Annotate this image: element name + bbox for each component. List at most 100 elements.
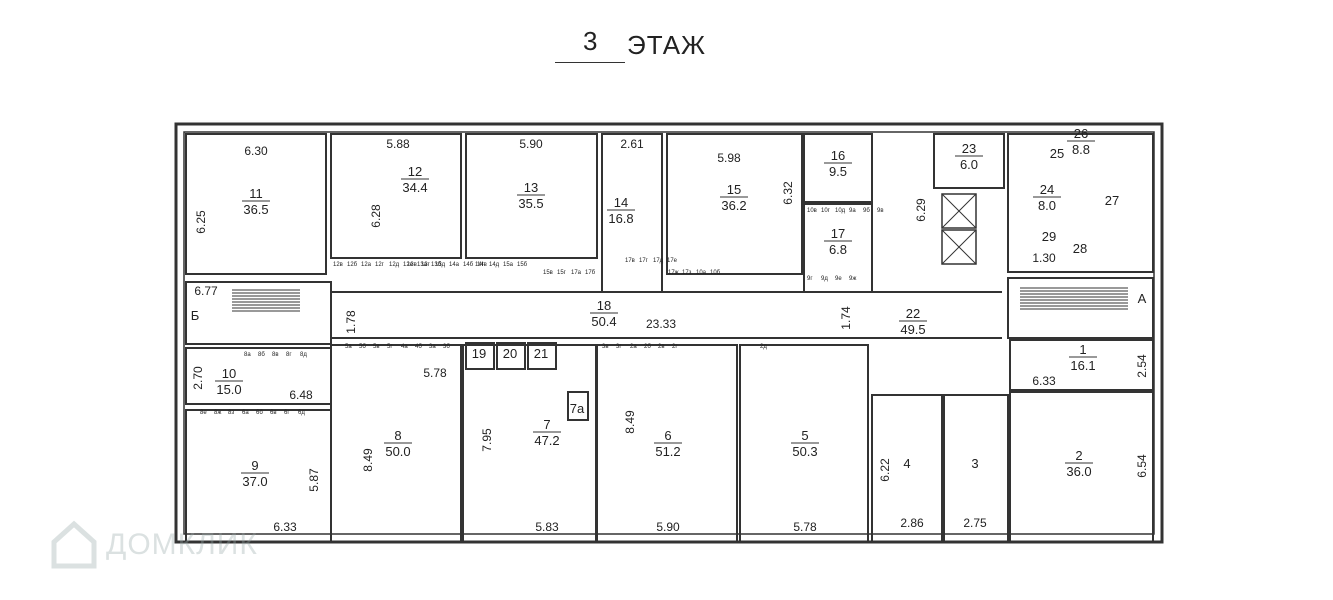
subroom-label: 12е [403, 262, 414, 268]
room-area-6: 51.2 [655, 444, 680, 459]
subroom-label: 4б [415, 344, 422, 350]
subroom-label: 6г [284, 410, 290, 416]
room-number-7: 7 [543, 417, 550, 432]
dimension-label: 6.32 [781, 181, 795, 205]
subroom-label: 14г [475, 262, 485, 268]
dimension-label: 5.88 [386, 137, 410, 151]
dimension-label: 6.33 [1032, 374, 1056, 388]
room-2-wall [1009, 391, 1154, 543]
subroom-label: 15в [543, 270, 553, 276]
dimension-label: 2.70 [191, 366, 205, 390]
subroom-label: 12д [389, 262, 400, 268]
dimension-label: 5.83 [535, 520, 559, 534]
room-number-14: 14 [614, 195, 628, 210]
room-area-16: 9.5 [829, 164, 847, 179]
subroom-label: 9г [807, 276, 813, 282]
elevator-1-x [941, 193, 977, 229]
room-area-7: 47.2 [534, 433, 559, 448]
room-number-12: 12 [408, 164, 422, 179]
room-number-18: 18 [597, 298, 611, 313]
watermark-text: ДОМКЛИК [106, 528, 258, 561]
room-number-5: 5 [801, 428, 808, 443]
dimension-label: 6.48 [289, 388, 313, 402]
room-number-9: 9 [251, 458, 258, 473]
room-area-9: 37.0 [242, 474, 267, 489]
room-number-15: 15 [727, 182, 741, 197]
room-16-wall [803, 133, 873, 203]
subroom-label: 13г [421, 262, 431, 268]
dimension-label: 23.33 [646, 317, 676, 331]
room-number-8: 8 [394, 428, 401, 443]
subroom-label: 8е [200, 410, 207, 416]
floor-title: 3 ЭТАЖ [555, 26, 735, 66]
room-number-11: 11 [249, 186, 263, 201]
plain-label: 28 [1073, 241, 1087, 256]
room-area-26: 8.8 [1072, 142, 1090, 157]
plain-label: А [1138, 291, 1147, 306]
subroom-label: 15г [557, 270, 567, 276]
room-21-wall [527, 342, 557, 370]
room-number-23: 23 [962, 141, 976, 156]
subroom-label: 17а [571, 270, 582, 276]
subroom-label: 17з [682, 270, 692, 276]
room-area-14: 16.8 [608, 211, 633, 226]
room-area-22: 49.5 [900, 322, 925, 337]
subroom-label: 2б [644, 344, 651, 350]
dimension-label: 1.74 [839, 306, 853, 330]
subroom-label: 10в [807, 208, 817, 214]
subroom-label: 15а [503, 262, 514, 268]
subroom-label: 12в [333, 262, 343, 268]
subroom-label: 6а [242, 410, 249, 416]
subroom-label: 8а [244, 352, 251, 358]
dimension-label: 5.78 [793, 520, 817, 534]
subroom-label: 14б [463, 262, 474, 268]
dimension-label: 6.33 [273, 520, 297, 534]
subroom-label: 17д [653, 258, 664, 264]
subroom-label: 17б [585, 270, 596, 276]
subroom-label: 3г [616, 344, 622, 350]
room-area-8: 50.0 [385, 444, 410, 459]
room-area-1: 16.1 [1070, 358, 1095, 373]
subroom-label: 12г [375, 262, 385, 268]
plain-label: 25 [1050, 146, 1064, 161]
subroom-label: 8з [228, 410, 234, 416]
subroom-label: 2в [658, 344, 665, 350]
dimension-label: 1.30 [1032, 251, 1056, 265]
dimension-label: 2.54 [1135, 354, 1149, 378]
subroom-label: 9ж [849, 276, 856, 282]
subroom-label: 9д [821, 276, 828, 282]
subroom-label: 5в [373, 344, 380, 350]
room-11-wall [185, 133, 327, 275]
subroom-label: 13в [407, 262, 417, 268]
subroom-label: 8ж [214, 410, 221, 416]
subroom-label: 3в [602, 344, 609, 350]
dimension-label: 2.86 [900, 516, 924, 530]
room-area-12: 34.4 [402, 180, 427, 195]
room-6-wall [596, 344, 738, 543]
plain-label: 4 [903, 456, 910, 471]
dimension-label: 6.30 [244, 144, 268, 158]
subroom-label: 9а [849, 208, 856, 214]
plain-label: 20 [503, 346, 517, 361]
stair-b-wall [185, 281, 332, 345]
dimension-label: 6.29 [914, 198, 928, 222]
subroom-label: 12а [361, 262, 372, 268]
subroom-label: 14а [449, 262, 460, 268]
subroom-label: 13д [435, 262, 446, 268]
dimension-label: 6.25 [194, 210, 208, 234]
subroom-label: 6в [270, 410, 277, 416]
subroom-label: 9б [863, 208, 870, 214]
plain-label: 29 [1042, 229, 1056, 244]
room-number-10: 10 [222, 366, 236, 381]
room-number-1: 1 [1079, 342, 1086, 357]
dimension-label: 6.22 [878, 458, 892, 482]
subroom-label: 6б [256, 410, 263, 416]
dimension-label: 7.95 [480, 428, 494, 452]
room-area-5: 50.3 [792, 444, 817, 459]
dimension-label: 6.54 [1135, 454, 1149, 478]
elevator-2-x [941, 229, 977, 265]
dimension-label: 5.87 [307, 468, 321, 492]
subroom-label: 8б [258, 352, 265, 358]
dimension-label: 5.90 [519, 137, 543, 151]
dimension-label: 8.49 [623, 410, 637, 434]
